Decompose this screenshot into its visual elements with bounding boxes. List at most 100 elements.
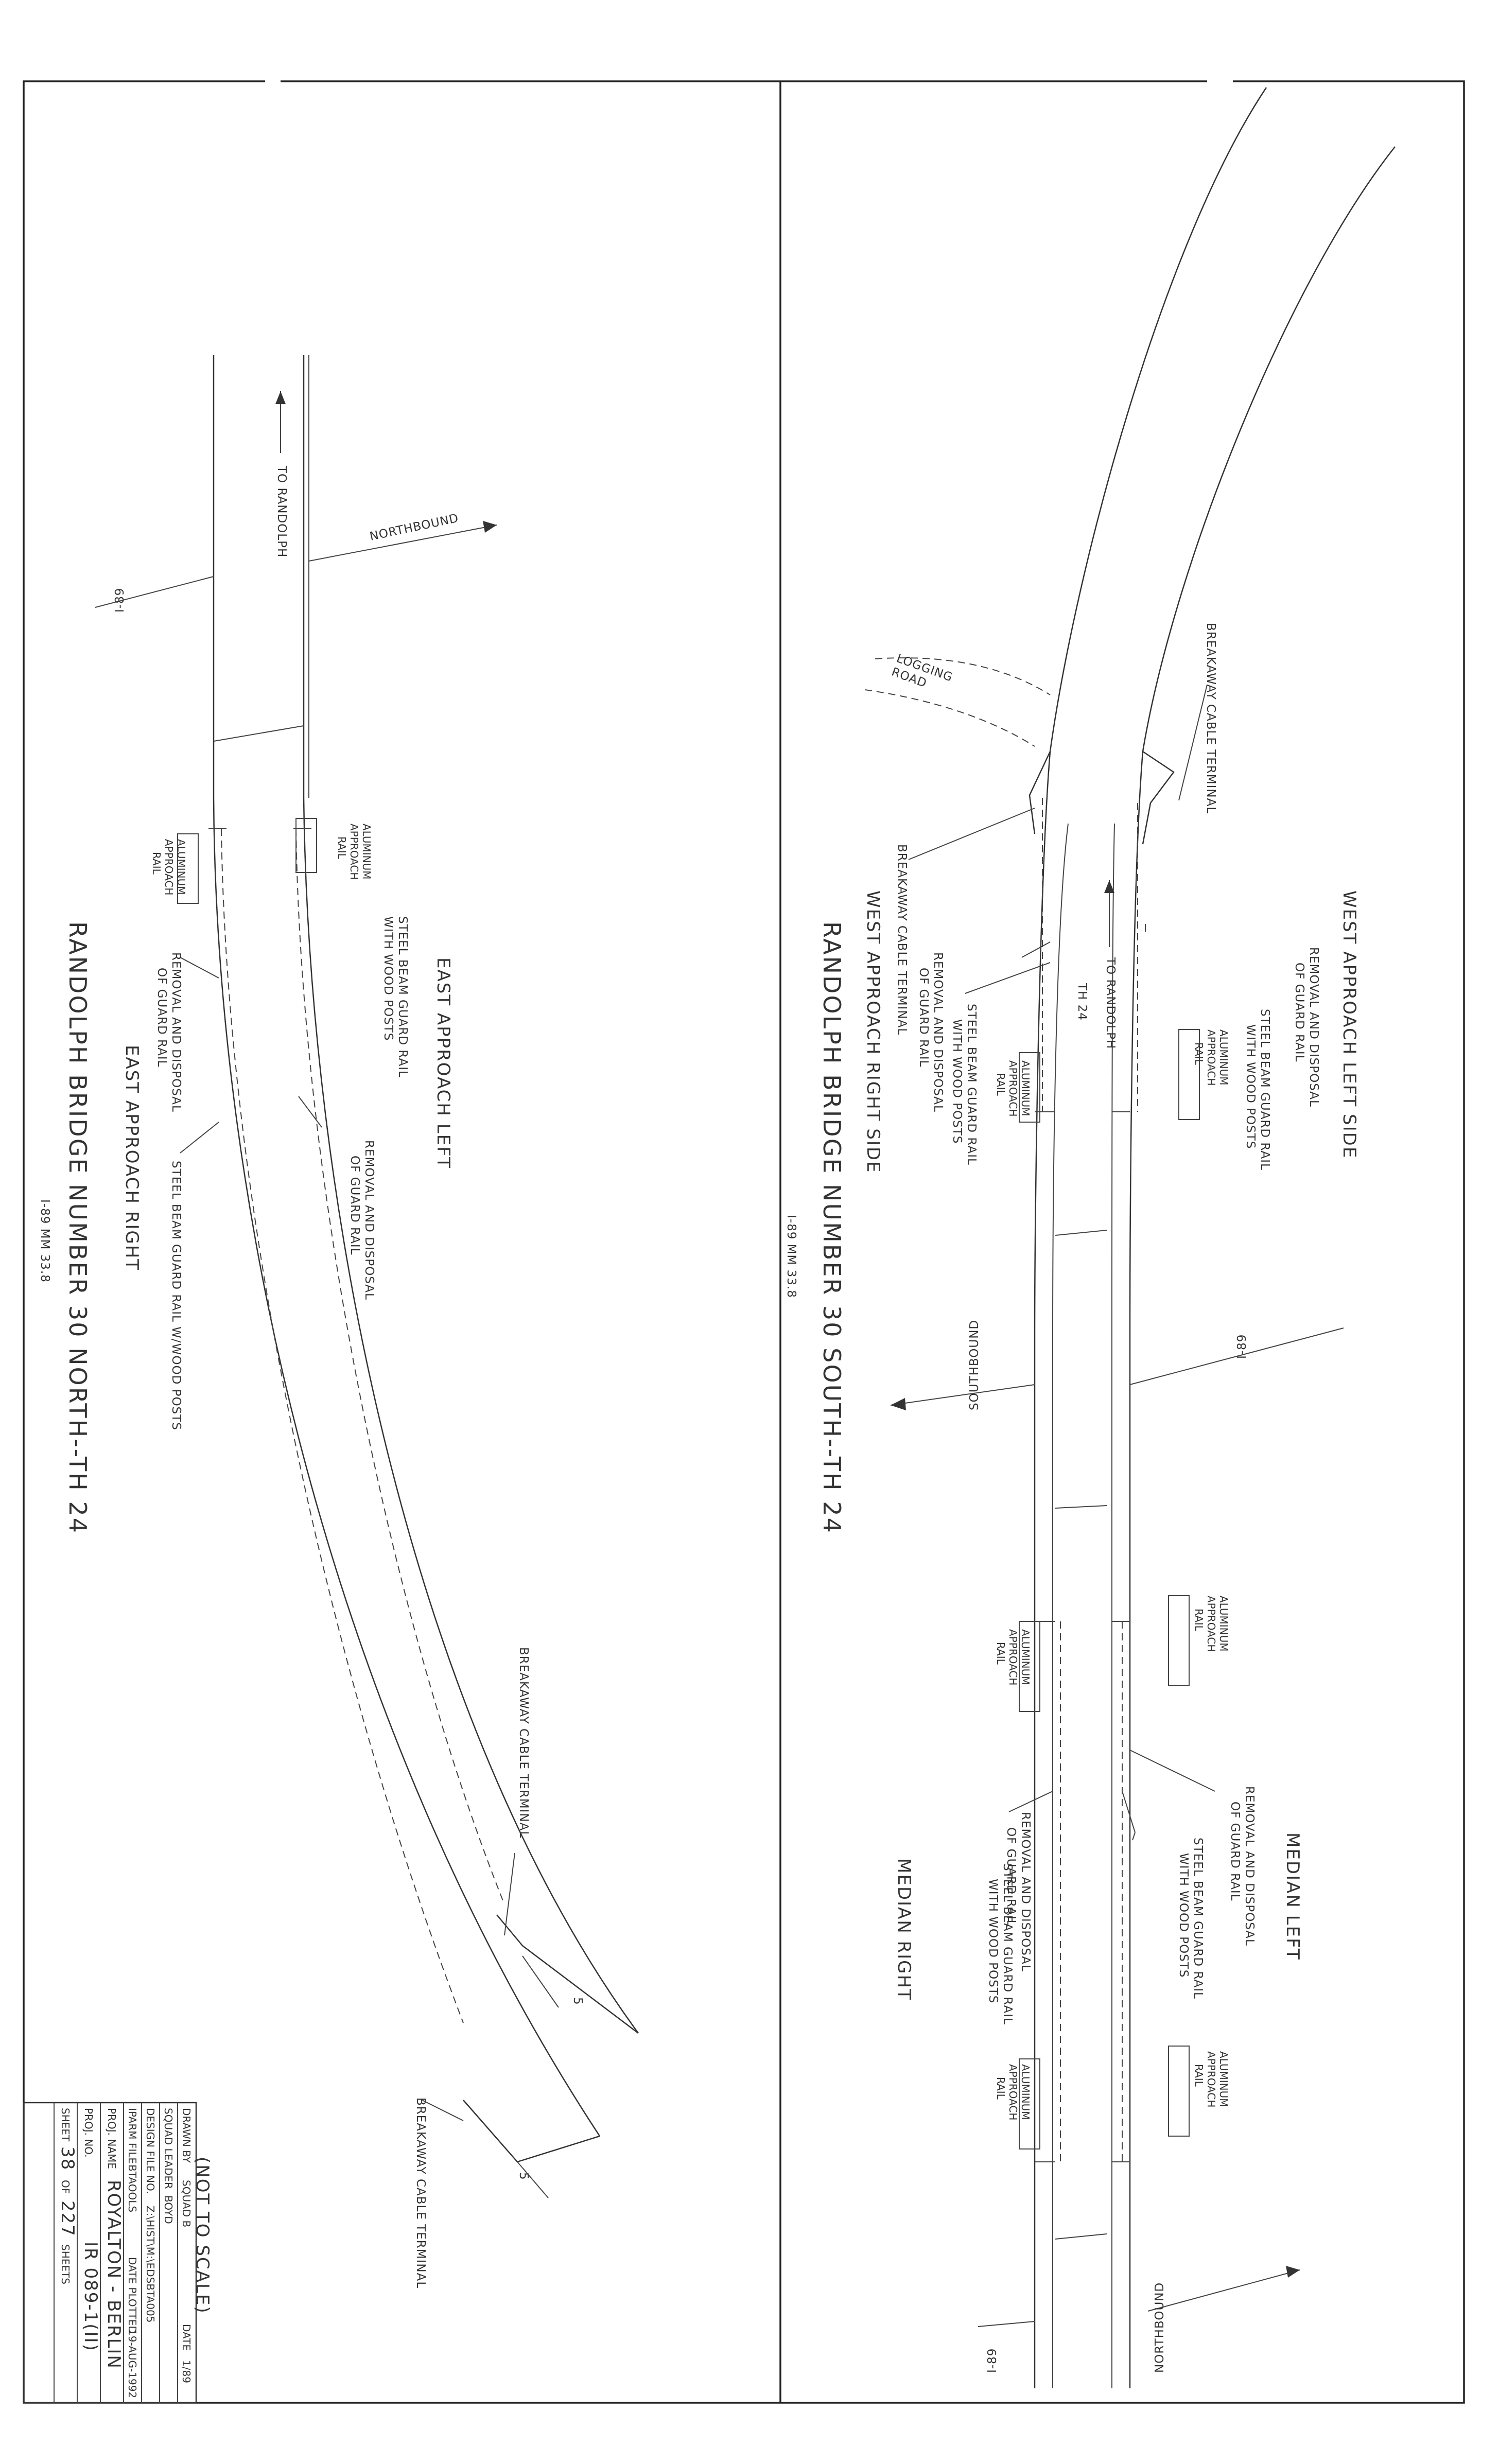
label-west-left-alum-1: ALUMINUM xyxy=(1217,1029,1230,1085)
tb-date-plotted: 19-AUG-1992 xyxy=(126,2329,138,2398)
label-th24: TH 24 xyxy=(1075,983,1089,1021)
tb-plot-label: IPARM FILE xyxy=(126,2108,138,2164)
tb-date-label: DATE xyxy=(180,2324,193,2351)
tb-design-file: Z:\HIST\M:\EDSBTA005 xyxy=(144,2206,156,2322)
south-road-edge-outer xyxy=(1034,87,1267,2388)
label-breakaway-south-right: BREAKAWAY CABLE TERMINAL xyxy=(895,844,909,1035)
label-median-right-removal-2: OF GUARD RAIL xyxy=(1004,1827,1018,1927)
label-median-left: MEDIAN LEFT xyxy=(1282,1832,1303,1961)
label-median-right: MEDIAN RIGHT xyxy=(894,1858,914,2001)
north-plan xyxy=(95,355,639,2198)
tb-drawn-by: SQUAD B xyxy=(180,2180,193,2227)
label-median-left-removal-1: REMOVAL AND DISPOSAL xyxy=(1243,1786,1256,1946)
label-median-left-alum-b-2: APPROACH xyxy=(1205,2051,1217,2107)
label-median-right-steel-2: WITH WOOD POSTS xyxy=(986,1879,1000,2003)
label-west-right: WEST APPROACH RIGHT SIDE xyxy=(863,890,883,1174)
south-road-edge-inner xyxy=(1129,146,1396,2388)
tb-of-label: OF xyxy=(59,2180,72,2194)
subtitle-north: I-89 MM 33.8 xyxy=(38,1199,51,1283)
label-breakaway-north-bottom: BREAKAWAY CABLE TERMINAL xyxy=(414,2098,427,2288)
tb-sheets-label: SHEETS xyxy=(59,2244,72,2284)
label-east-right-alum-2: APPROACH xyxy=(163,839,175,895)
north-flare-right xyxy=(496,1914,639,2034)
label-west-right-alum-1: ALUMINUM xyxy=(1019,1060,1032,1116)
label-east-left-alum-3: RAIL xyxy=(336,836,348,860)
south-flare-left xyxy=(1029,751,1051,834)
sheet-border xyxy=(23,80,1465,2404)
subtitle-south: I-89 MM 33.8 xyxy=(785,1215,798,1298)
label-east-left-alum-1: ALUMINUM xyxy=(360,824,373,879)
label-west-left-alum-2: APPROACH xyxy=(1205,1029,1217,1086)
label-median-left-steel-2: WITH WOOD POSTS xyxy=(1177,1853,1190,1978)
logging-road-2 xyxy=(864,689,1035,747)
label-to-randolph-north: TO RANDOLPH xyxy=(275,465,288,557)
label-east-left-steel-2: WITH WOOD POSTS xyxy=(381,916,395,1041)
label-west-right-alum-3: RAIL xyxy=(995,1073,1007,1096)
label-to-randolph-south: TO RANDOLPH xyxy=(1104,957,1117,1049)
label-median-left-alum-b-1: ALUMINUM xyxy=(1217,2051,1230,2107)
label-east-left-alum-2: APPROACH xyxy=(348,824,360,880)
label-median-left-alum-3: RAIL xyxy=(1193,1609,1205,1632)
north-rail-dash-right xyxy=(295,828,505,1905)
tb-sheet-no: 38 xyxy=(57,2146,78,2171)
label-median-right-alum-3: RAIL xyxy=(995,1642,1007,1665)
label-median-left-alum-2: APPROACH xyxy=(1205,1596,1217,1652)
title-north: RANDOLPH BRIDGE NUMBER 30 NORTH--TH 24 xyxy=(64,921,92,1534)
label-east-left-removal-1: REMOVAL AND DISPOSAL xyxy=(362,1140,376,1300)
south-flare-right xyxy=(1142,750,1175,845)
tb-sheet-label: SHEET xyxy=(59,2108,72,2142)
north-road-edge-outer xyxy=(213,355,601,2137)
label-median-right-steel-1: STEEL BEAM GUARD RAIL xyxy=(1001,1863,1014,2025)
label-median-left-removal-2: OF GUARD RAIL xyxy=(1228,1802,1242,1901)
tb-total-sheets: 227 xyxy=(57,2200,78,2237)
label-east-left: EAST APPROACH LEFT xyxy=(433,957,454,1169)
label-median-right-alum-b-2: APPROACH xyxy=(1007,2064,1019,2120)
tb-proj-name-label: PROJ. NAME xyxy=(106,2108,118,2169)
label-median-left-alum-1: ALUMINUM xyxy=(1217,1596,1230,1651)
label-breakaway-south-top: BREAKAWAY CABLE TERMINAL xyxy=(1204,623,1217,814)
tb-date: 1/89 xyxy=(180,2360,193,2383)
label-west-right-removal-1: REMOVAL AND DISPOSAL xyxy=(931,952,945,1112)
title-south: RANDOLPH BRIDGE NUMBER 30 SOUTH--TH 24 xyxy=(818,921,846,1534)
tb-date-plotted-label: DATE PLOTTED xyxy=(126,2257,138,2334)
south-median-line-1 xyxy=(1052,823,1069,2388)
tb-squad-leader-label: SQUAD LEADER xyxy=(162,2108,175,2189)
label-i89-south-2: I-89 xyxy=(986,2348,999,2373)
title-block xyxy=(23,2102,197,2404)
label-west-right-alum-2: APPROACH xyxy=(1007,1060,1019,1116)
label-west-right-steel-1: STEEL BEAM GUARD RAIL xyxy=(965,1004,978,1165)
label-median-right-alum-1: ALUMINUM xyxy=(1019,1629,1032,1685)
label-median-right-removal-1: REMOVAL AND DISPOSAL xyxy=(1019,1812,1032,1972)
label-east-right-alum-1: ALUMINUM xyxy=(175,839,187,895)
label-i89-south-1: I-89 xyxy=(1235,1334,1249,1359)
north-road-edge-inner xyxy=(303,355,639,2034)
label-breakaway-north-top: BREAKAWAY CABLE TERMINAL xyxy=(517,1647,530,1838)
label-west-left-alum-3: RAIL xyxy=(1193,1042,1205,1065)
tb-squad-leader: BOYD xyxy=(162,2195,175,2224)
label-east-right-removal-1: REMOVAL AND DISPOSAL xyxy=(169,952,183,1112)
label-east-left-removal-2: OF GUARD RAIL xyxy=(348,1156,361,1255)
label-median-left-alum-b-3: RAIL xyxy=(1193,2064,1205,2087)
south-median-line-2 xyxy=(1111,823,1115,2388)
label-median-right-alum-b-3: RAIL xyxy=(995,2077,1007,2100)
label-northbound: NORTHBOUND xyxy=(369,512,460,544)
tb-proj-no: IR 089-1(II) xyxy=(80,2242,101,2352)
label-east-right-steel: STEEL BEAM GUARD RAIL W/WOOD POSTS xyxy=(169,1161,183,1430)
label-west-left-steel-2: WITH WOOD POSTS xyxy=(1244,1024,1257,1149)
label-east-left-steel-1: STEEL BEAM GUARD RAIL xyxy=(396,916,409,1078)
label-west-left-removal-2: OF GUARD RAIL xyxy=(1293,963,1306,1062)
label-i89-north: I-89 xyxy=(113,588,127,613)
label-median-right-alum-2: APPROACH xyxy=(1007,1629,1019,1685)
label-west-left-removal-1: REMOVAL AND DISPOSAL xyxy=(1307,947,1320,1107)
label-east-right: EAST APPROACH RIGHT xyxy=(121,1045,142,1271)
not-to-scale: (NOT TO SCALE) xyxy=(192,2157,213,2314)
label-west-right-removal-2: OF GUARD RAIL xyxy=(917,968,930,1067)
label-east-right-alum-3: RAIL xyxy=(150,852,163,875)
label-five-1: 5 xyxy=(571,1997,584,2005)
label-west-left: WEST APPROACH LEFT SIDE xyxy=(1339,890,1359,1159)
tb-drawn-by-label: DRAWN BY xyxy=(180,2108,193,2163)
north-flare-left xyxy=(463,2100,600,2163)
label-median-left-steel-1: STEEL BEAM GUARD RAIL xyxy=(1191,1838,1205,1999)
label-northbound-south-panel: NORTHBOUND xyxy=(1153,2282,1166,2373)
